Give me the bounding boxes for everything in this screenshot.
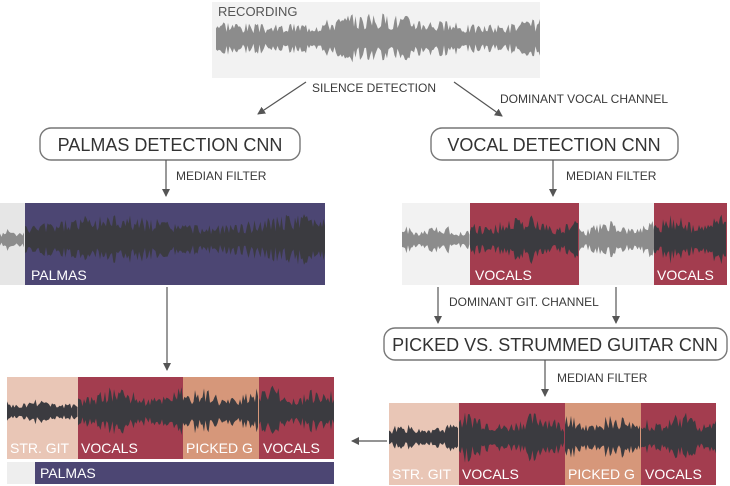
final-track-label-vocals-2: VOCALS — [263, 440, 320, 456]
guitar-track-label-vocals-2: VOCALS — [645, 466, 702, 482]
final-track-label-str: STR. GIT — [10, 440, 70, 456]
guitar-cnn-label: PICKED VS. STRUMMED GUITAR CNN — [392, 335, 718, 355]
palmas-track-waveform — [25, 214, 325, 265]
palmas-track: PALMAS — [0, 203, 325, 285]
guitar-track: STR. GIT VOCALS PICKED G VOCALS — [389, 403, 716, 485]
dominant-git-label: DOMINANT GIT. CHANNEL — [449, 295, 599, 309]
guitar-track-waveform-a — [389, 424, 458, 452]
silence-detection-label: SILENCE DETECTION — [312, 81, 436, 95]
median-filter-guitar-label: MEDIAN FILTER — [557, 371, 648, 385]
vocal-track: VOCALS VOCALS — [402, 203, 727, 285]
vocal-cnn-box: VOCAL DETECTION CNN — [430, 127, 679, 161]
vocal-track-waveform-b — [470, 215, 578, 264]
median-filter-right-label: MEDIAN FILTER — [566, 169, 657, 183]
vocal-track-waveform-d — [654, 214, 726, 265]
palmas-cnn-box: PALMAS DETECTION CNN — [39, 127, 301, 161]
final-track-waveform-d — [259, 385, 334, 434]
dominant-vocal-label: DOMINANT VOCAL CHANNEL — [500, 92, 668, 106]
vocal-track-waveform-c — [579, 221, 654, 258]
vocal-track-waveform-a — [402, 226, 470, 254]
final-track-waveform-b — [78, 387, 183, 435]
vocal-track-label-1: VOCALS — [475, 267, 532, 283]
arrow-to-vocal-cnn — [453, 81, 503, 117]
final-palmas-bar — [35, 462, 334, 484]
recording-label: RECORDING — [218, 4, 297, 19]
vocal-track-label-2: VOCALS — [657, 267, 714, 283]
recording-waveform — [216, 13, 540, 63]
guitar-cnn-box: PICKED VS. STRUMMED GUITAR CNN — [383, 327, 728, 361]
guitar-track-label-str: STR. GIT — [392, 466, 452, 482]
arrow-to-palmas-cnn — [257, 81, 307, 115]
recording-panel: RECORDING — [212, 2, 540, 78]
guitar-track-label-vocals-1: VOCALS — [462, 466, 519, 482]
final-track-waveform-c — [183, 388, 258, 434]
final-palmas-label: PALMAS — [40, 465, 96, 481]
palmas-cnn-label: PALMAS DETECTION CNN — [58, 135, 283, 155]
guitar-track-label-picked: PICKED G — [568, 466, 635, 482]
guitar-track-waveform-d — [641, 412, 716, 459]
final-track-label-vocals-1: VOCALS — [81, 440, 138, 456]
guitar-track-waveform-b — [459, 412, 564, 463]
palmas-track-waveform-light — [0, 229, 24, 251]
guitar-track-waveform-c — [565, 415, 640, 458]
final-palmas-gap — [7, 462, 35, 484]
palmas-track-label: PALMAS — [31, 267, 87, 283]
vocal-cnn-label: VOCAL DETECTION CNN — [447, 135, 660, 155]
final-track-label-picked: PICKED G — [186, 440, 253, 456]
median-filter-left-label: MEDIAN FILTER — [176, 169, 267, 183]
final-track-waveform-a — [7, 399, 78, 425]
final-track: STR. GIT VOCALS PICKED G VOCALS PALMAS — [7, 377, 334, 484]
